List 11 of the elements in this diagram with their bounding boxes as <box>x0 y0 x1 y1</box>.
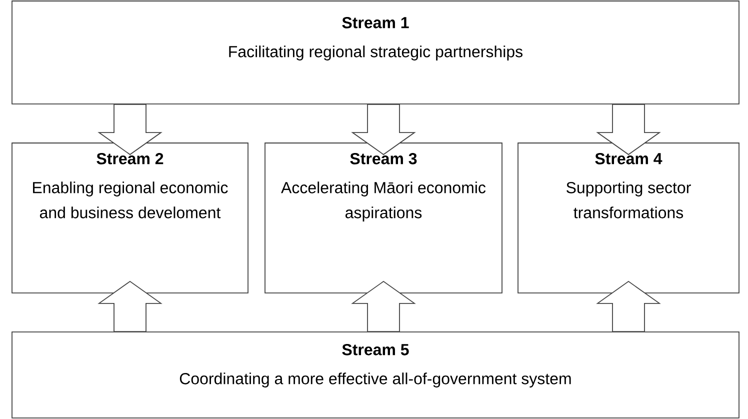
stream-box: Stream 3 Accelerating Māori economic aspirations <box>264 142 502 294</box>
block-arrow <box>351 280 416 332</box>
block-arrow <box>98 280 162 332</box>
stream-box: Stream 1 Facilitating regional strategic partnerships <box>12 0 740 104</box>
stream-box: Stream 2 Enabling regional economic and business develoment <box>12 142 248 294</box>
block-arrow <box>596 280 661 332</box>
block-arrow <box>596 104 661 156</box>
block-arrow <box>351 104 416 156</box>
stream-box: Stream 4 Supporting sector transformations <box>518 142 740 294</box>
block-arrow <box>98 104 162 156</box>
stream-box: Stream 5 Coordinating a more effective all-of-government system <box>12 332 740 418</box>
